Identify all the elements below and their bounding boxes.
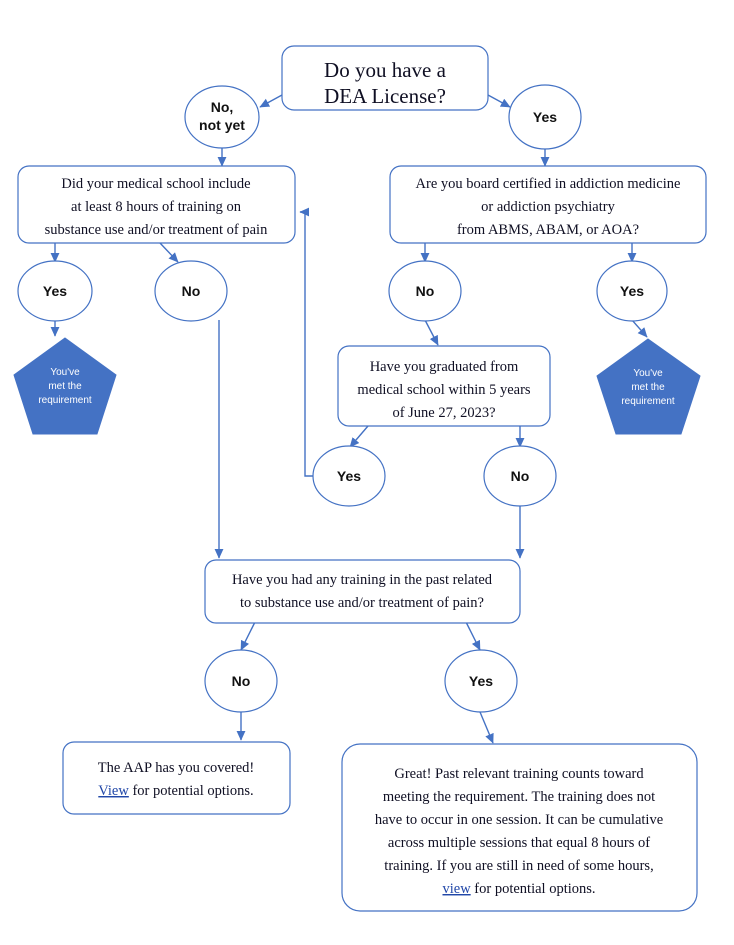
connector-pasttraining-to-yes xyxy=(465,621,481,651)
past-training-question-box[interactable] xyxy=(204,559,521,624)
past-training-yes-label: Yes xyxy=(469,673,493,689)
connector-yes-to-great xyxy=(479,711,494,744)
connector-dea-to-yes xyxy=(487,94,511,108)
node-past-training-yes[interactable]: Yes xyxy=(444,649,518,713)
graduated-question-box[interactable] xyxy=(337,345,551,427)
node-med-school-yes[interactable]: Yes xyxy=(17,260,93,322)
medical-school-line-2: at least 8 hours of training on xyxy=(71,199,242,215)
no-not-yet-label-1: No, xyxy=(211,99,234,115)
great-outcome-line-2: meeting the requirement. The training do… xyxy=(383,789,655,805)
great-outcome-line-4: across multiple sessions that equal 8 ho… xyxy=(388,835,650,851)
graduated-yes-label: Yes xyxy=(337,468,361,484)
great-outcome-line-6: view for potential options. xyxy=(442,881,595,897)
node-medical-school-question[interactable]: Did your medical school include at least… xyxy=(17,165,296,244)
pentagon-right-shape xyxy=(596,338,701,435)
aap-outcome-line-2-rest: for potential options. xyxy=(129,783,254,799)
med-school-yes-label: Yes xyxy=(43,283,67,299)
node-pentagon-left: You've met the requirement xyxy=(13,337,117,435)
pentagon-left-line-2: met the xyxy=(48,381,82,392)
connector-boardyes-to-pentagon-right xyxy=(631,319,648,338)
node-board-yes[interactable]: Yes xyxy=(596,260,668,322)
board-no-circle[interactable] xyxy=(388,260,462,322)
med-school-no-label: No xyxy=(182,283,201,299)
node-board-certified-question[interactable]: Are you board certified in addiction med… xyxy=(389,165,707,244)
board-certified-line-3: from ABMS, ABAM, or AOA? xyxy=(457,222,639,238)
connector-boardno-to-graduated xyxy=(424,319,439,346)
node-board-no[interactable]: No xyxy=(388,260,462,322)
aap-outcome-box[interactable] xyxy=(62,741,291,815)
aap-view-link[interactable]: View xyxy=(98,783,129,799)
node-graduated-question[interactable]: Have you graduated from medical school w… xyxy=(337,345,551,427)
dea-yes-circle[interactable] xyxy=(508,84,582,150)
node-aap-outcome[interactable]: The AAP has you covered! View for potent… xyxy=(62,741,291,815)
graduated-line-3: of June 27, 2023? xyxy=(392,405,495,421)
graduated-line-1: Have you graduated from xyxy=(370,359,519,375)
medical-school-line-1: Did your medical school include xyxy=(61,176,250,192)
aap-outcome-line-1: The AAP has you covered! xyxy=(98,760,255,776)
board-yes-circle[interactable] xyxy=(596,260,668,322)
graduated-no-circle[interactable] xyxy=(483,445,557,507)
past-training-yes-circle[interactable] xyxy=(444,649,518,713)
great-outcome-line-6-rest: for potential options. xyxy=(471,881,596,897)
board-no-label: No xyxy=(416,283,435,299)
node-past-training-no[interactable]: No xyxy=(204,649,278,713)
board-certified-line-1: Are you board certified in addiction med… xyxy=(416,176,681,192)
aap-outcome-line-2: View for potential options. xyxy=(98,783,253,799)
no-not-yet-circle[interactable] xyxy=(184,85,260,149)
node-graduated-no[interactable]: No xyxy=(483,445,557,507)
dea-question-box[interactable] xyxy=(281,45,489,111)
node-no-not-yet[interactable]: No, not yet xyxy=(184,85,260,149)
dea-question-line-2: DEA License? xyxy=(324,84,446,108)
pentagon-right-line-2: met the xyxy=(631,382,665,393)
graduated-no-label: No xyxy=(511,468,530,484)
great-outcome-line-3: have to occur in one session. It can be … xyxy=(375,812,663,828)
pentagon-left-line-1: You've xyxy=(50,367,80,378)
past-training-line-1: Have you had any training in the past re… xyxy=(232,572,493,588)
no-not-yet-label-2: not yet xyxy=(199,117,245,133)
great-outcome-line-5: training. If you are still in need of so… xyxy=(384,858,653,874)
board-certified-line-2: or addiction psychiatry xyxy=(481,199,615,215)
great-outcome-line-1: Great! Past relevant training counts tow… xyxy=(394,766,644,782)
connector-graduatedyes-to-medschool xyxy=(299,207,313,477)
connector-layer xyxy=(50,94,648,744)
node-dea-yes[interactable]: Yes xyxy=(508,84,582,150)
graduated-line-2: medical school within 5 years xyxy=(357,382,531,398)
node-graduated-yes[interactable]: Yes xyxy=(312,445,386,507)
dea-yes-label: Yes xyxy=(533,109,557,125)
graduated-yes-circle[interactable] xyxy=(312,445,386,507)
node-past-training-question[interactable]: Have you had any training in the past re… xyxy=(204,559,521,624)
connector-graduated-to-yes xyxy=(349,425,369,448)
pentagon-left-line-3: requirement xyxy=(38,395,92,406)
node-great-outcome[interactable]: Great! Past relevant training counts tow… xyxy=(341,743,698,912)
great-outcome-box[interactable] xyxy=(341,743,698,912)
past-training-line-2: to substance use and/or treatment of pai… xyxy=(240,595,484,611)
medical-school-question-box[interactable] xyxy=(17,165,296,244)
med-school-no-circle[interactable] xyxy=(154,260,228,322)
connector-dea-to-nonotyet xyxy=(259,94,283,108)
medical-school-line-3: substance use and/or treatment of pain xyxy=(45,222,268,238)
past-training-no-circle[interactable] xyxy=(204,649,278,713)
pentagon-left-shape xyxy=(13,337,117,435)
connector-medschool-to-no xyxy=(159,242,179,263)
board-certified-question-box[interactable] xyxy=(389,165,707,244)
connector-pasttraining-to-no xyxy=(240,621,256,651)
med-school-yes-circle[interactable] xyxy=(17,260,93,322)
pentagon-right-line-3: requirement xyxy=(621,396,675,407)
dea-question-line-1: Do you have a xyxy=(324,58,447,82)
great-view-link[interactable]: view xyxy=(442,881,471,897)
node-med-school-no[interactable]: No xyxy=(154,260,228,322)
node-pentagon-right: You've met the requirement xyxy=(596,338,701,435)
past-training-no-label: No xyxy=(232,673,251,689)
pentagon-right-line-1: You've xyxy=(633,368,663,379)
board-yes-label: Yes xyxy=(620,283,644,299)
node-dea-question[interactable]: Do you have a DEA License? xyxy=(281,45,489,111)
